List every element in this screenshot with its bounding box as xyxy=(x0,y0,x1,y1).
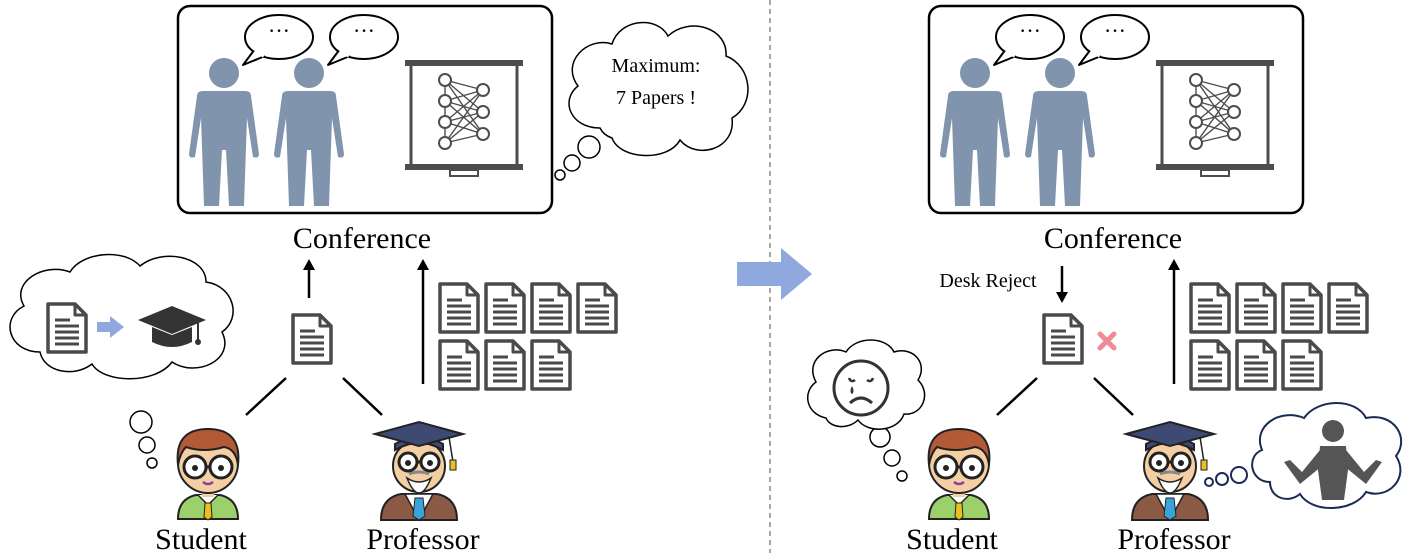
speech-dots-text: ··· xyxy=(353,18,375,43)
maximum-count-label: 7 Papers ! xyxy=(616,87,696,109)
paper-document-icon xyxy=(1281,282,1323,334)
professor-label: Professor xyxy=(366,523,479,553)
professor-papers xyxy=(1189,282,1369,391)
paper-document-icon xyxy=(530,339,572,391)
right-panel: ··· ··· Conference Desk Reject xyxy=(806,6,1402,553)
document-icon xyxy=(46,302,88,354)
professor-link xyxy=(1093,377,1134,416)
professor-avatar xyxy=(373,420,465,522)
paper-document-icon xyxy=(1235,282,1277,334)
submit-arrow xyxy=(303,259,315,298)
shrug-thought-cloud xyxy=(1204,402,1402,509)
document-icon xyxy=(1042,313,1084,365)
shrug-person-icon xyxy=(1284,420,1382,500)
speech-dots-text: ··· xyxy=(1019,18,1041,43)
desk-reject-arrow xyxy=(1056,266,1068,303)
paper-document-icon xyxy=(1235,339,1277,391)
reject-x-icon xyxy=(1097,331,1117,351)
professor-submit-arrow xyxy=(417,259,429,384)
speech-dots-text: ··· xyxy=(268,18,290,43)
left-panel: ··· ··· Maximum: 7 Papers ! Conference xyxy=(9,6,749,553)
paper-document-icon xyxy=(576,282,618,334)
becomes-arrow xyxy=(97,316,124,338)
paper-document-icon xyxy=(438,339,480,391)
student-label: Student xyxy=(155,523,247,553)
student-label: Student xyxy=(906,523,998,553)
paper-document-icon xyxy=(530,282,572,334)
paper-document-icon xyxy=(484,339,526,391)
professor-avatar xyxy=(1124,420,1216,522)
paper-document-icon xyxy=(1281,339,1323,391)
speech-dots: ··· ··· xyxy=(268,18,375,43)
speech-dots-text: ··· xyxy=(1104,18,1126,43)
professor-papers xyxy=(438,282,618,391)
paper-document-icon xyxy=(1327,282,1369,334)
paper-document-icon xyxy=(484,282,526,334)
document-icon xyxy=(291,313,333,365)
professor-link xyxy=(342,377,383,416)
conference-label: Conference xyxy=(1044,222,1182,255)
paper-document-icon xyxy=(1189,339,1231,391)
professor-submit-arrow xyxy=(1168,259,1180,384)
desk-reject-label: Desk Reject xyxy=(939,270,1037,292)
maximum-thought-cloud xyxy=(554,21,749,181)
transition-arrow xyxy=(737,248,812,300)
student-avatar xyxy=(927,427,991,522)
professor-label: Professor xyxy=(1117,523,1230,553)
paper-document-icon xyxy=(438,282,480,334)
student-link xyxy=(996,377,1038,416)
sad-face-icon xyxy=(832,359,890,417)
paper-document-icon xyxy=(1189,282,1231,334)
student-link xyxy=(245,377,287,416)
maximum-label: Maximum: xyxy=(612,55,701,77)
conference-label: Conference xyxy=(293,222,431,255)
student-avatar xyxy=(176,427,240,522)
